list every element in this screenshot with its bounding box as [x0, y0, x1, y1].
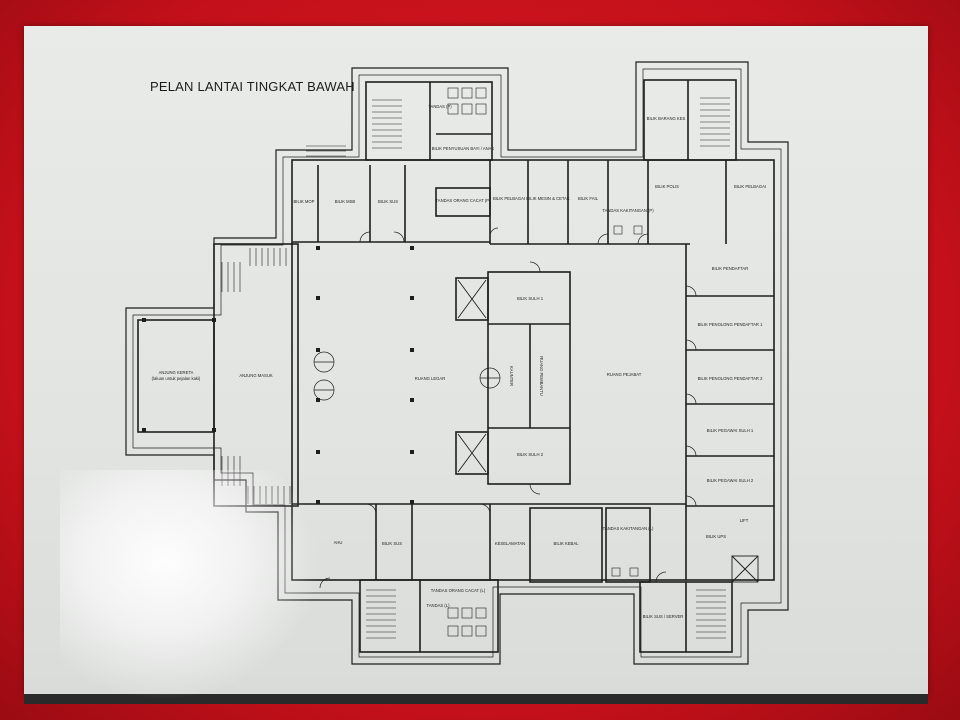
label-ahu: AHU [334, 540, 343, 545]
label-bilik-sulh-2: BILIK SULH 2 [517, 452, 544, 457]
label-bilik-polis: BILIK POLIS [655, 184, 679, 189]
column-markers [142, 246, 414, 504]
label-bilik-sus-server: BILIK SUS / SERVER [643, 614, 684, 619]
main-walls [137, 79, 775, 653]
plan-title: PELAN LANTAI TINGKAT BAWAH [150, 79, 355, 94]
label-bilik-mop: BILIK MOP [294, 199, 315, 204]
label-bilik-ups: BILIK UPS [706, 534, 726, 539]
label-tandas-kakitangan-bottom: TANDAS KAKITANGAN (L) [603, 526, 654, 531]
door-swings [313, 227, 697, 589]
label-tandas-cacat-top: TANDAS ORANG CACAT (P) [436, 198, 492, 203]
lift-symbols [457, 279, 759, 583]
label-bilik-penolong-1: BILIK PENOLONG PENDAFTAR 1 [698, 322, 764, 327]
toilet-fixtures [447, 87, 643, 637]
label-tandas-top: TANDAS (P) [428, 104, 452, 109]
label-bilik-pelbagai-top: BILIK PELBAGAI [493, 196, 525, 201]
label-ruang-legar: RUANG LEGAR [415, 376, 445, 381]
label-bilik-pendaftar: BILIK PENDAFTAR [712, 266, 748, 271]
sheet-bottom-edge [24, 694, 928, 704]
label-ruang-pejabat: RUANG PEJABAT [607, 372, 642, 377]
label-tandas-bottom: TANDAS (L) [427, 603, 451, 608]
label-bilik-pelbagai-right: BILIK PELBAGAI [734, 184, 766, 189]
label-anjung-masuk: ANJUNG MASUK [239, 373, 272, 378]
label-bilik-kebal: BILIK KEBAL [554, 541, 580, 546]
label-ruang-pembantu: RUANG PEMBANTU [539, 356, 544, 396]
label-anjung-kereta: ANJUNG KERETA [159, 370, 194, 375]
label-bilik-barang-kes: BILIK BARANG KES [647, 116, 686, 121]
label-lift: LIFT [740, 518, 749, 523]
label-bilik-sus-bottom: BILIK SUS [382, 541, 402, 546]
label-tandas-cacat-bottom: TANDAS ORANG CACAT (L) [431, 588, 486, 593]
label-tandas-kakitangan-top: TANDAS KAKITANGAN (P) [602, 208, 654, 213]
label-kaunter: KAUNTER [509, 366, 514, 386]
label-anjung-kereta-sub: (laluan untuk pejalan kaki) [152, 376, 201, 381]
label-bilik-pegawai-2: BILIK PEGAWAI SULH 2 [707, 478, 754, 483]
label-bilik-fail: BILIK FAIL [578, 196, 599, 201]
label-bilik-sus-top: BILIK SUS [378, 199, 398, 204]
label-bilik-penolong-2: BILIK PENOLONG PENDAFTAR 2 [698, 376, 764, 381]
label-bilik-penyusuan: BILIK PENYUSUAN BAYI / ANAK [432, 146, 495, 151]
label-bilik-pegawai-1: BILIK PEGAWAI SULH 1 [707, 428, 754, 433]
label-bilik-mesin: BILIK MESIN & CETAK [526, 196, 570, 201]
label-bilik-msb: BILIK MSB [335, 199, 356, 204]
label-kesekuriti: KESELAMATAN [495, 541, 525, 546]
room-labels: BILIK MOP BILIK MSB BILIK SUS TANDAS (P)… [152, 104, 766, 619]
label-bilik-sulh-1: BILIK SULH 1 [517, 296, 544, 301]
